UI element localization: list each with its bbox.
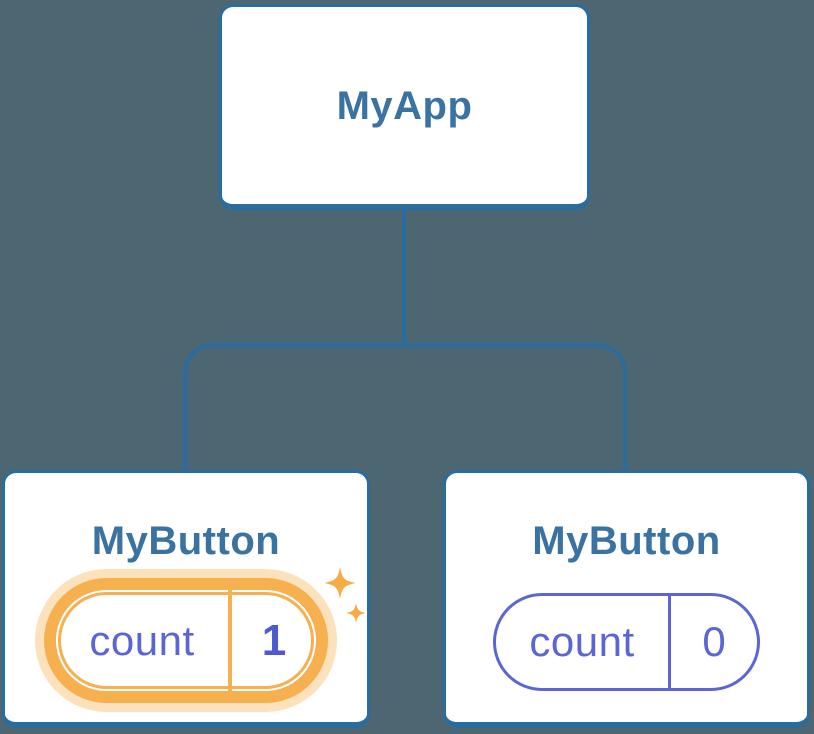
connector-stem — [402, 210, 406, 347]
state-pill-highlighted: count 1 — [44, 578, 328, 703]
sparkle-star-large — [324, 567, 356, 599]
state-key-cell: count — [56, 590, 232, 691]
connector-branch — [183, 343, 627, 470]
sparkles-icon — [324, 567, 366, 623]
node-title-mybutton-right: MyButton — [532, 519, 721, 563]
state-value-cell: 0 — [671, 596, 757, 688]
state-value-cell: 1 — [232, 590, 316, 691]
component-node-mybutton-highlighted: MyButton count 1 — [2, 470, 370, 728]
state-pill-normal: count 0 — [493, 593, 760, 691]
state-key-label: count — [529, 618, 635, 665]
state-value: 1 — [261, 615, 287, 665]
node-title-mybutton-left: MyButton — [91, 519, 281, 563]
component-node-mybutton-normal: MyButton count 0 — [443, 470, 810, 728]
state-key-label: count — [89, 616, 195, 664]
state-value: 0 — [702, 618, 726, 665]
sparkle-star-small — [346, 603, 366, 623]
node-title-myapp: MyApp — [336, 83, 473, 128]
component-node-myapp: MyApp — [219, 4, 590, 210]
state-key-cell: count — [496, 596, 671, 688]
